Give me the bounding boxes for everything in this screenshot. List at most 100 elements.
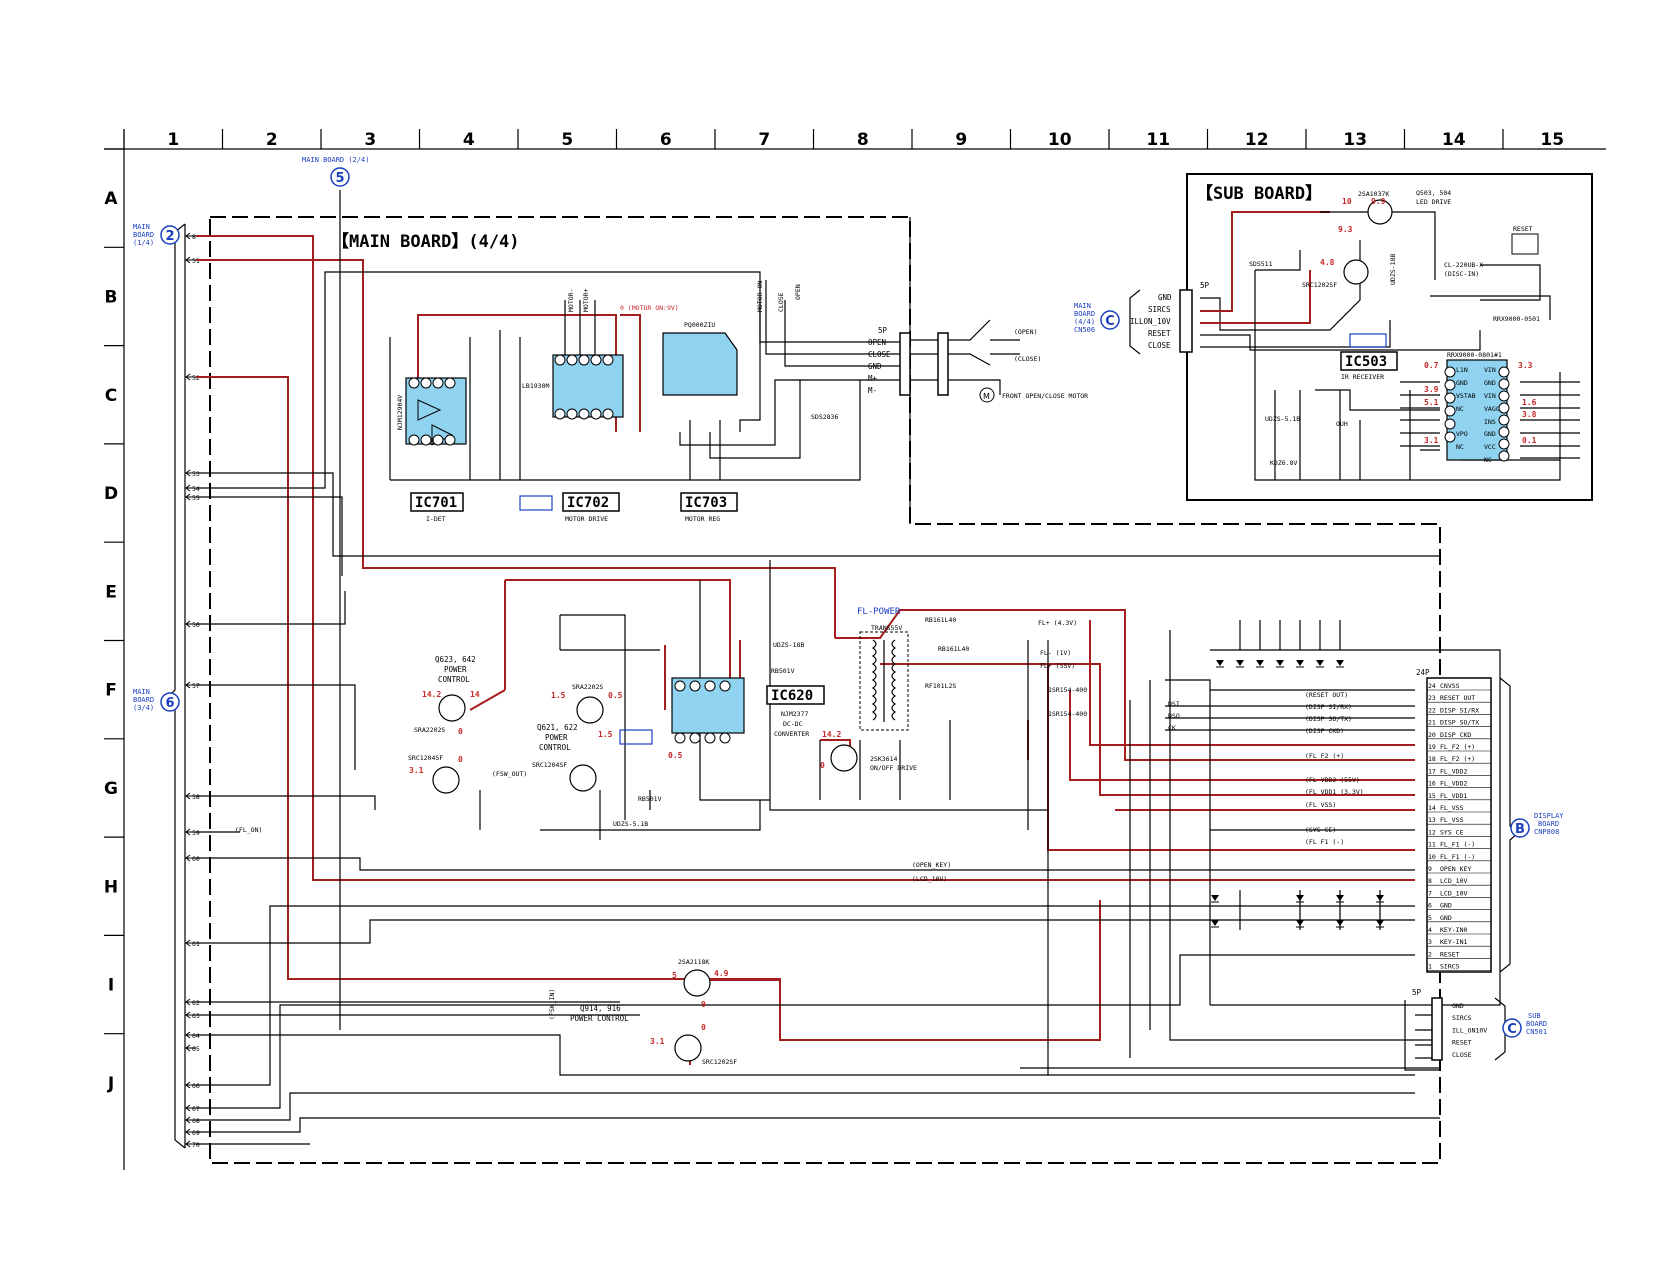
svg-text:3.1: 3.1: [650, 1037, 665, 1046]
svg-text:(FL F1 (-): (FL F1 (-): [1305, 838, 1344, 846]
svg-text:OPEN: OPEN: [868, 338, 886, 347]
ic702-top-pin-2: [566, 354, 578, 366]
svg-text:VSTAB: VSTAB: [1456, 392, 1476, 400]
ref-main-board-2[interactable]: MAIN BOARD (1/4) 2: [133, 223, 180, 247]
ref-display-board-b[interactable]: B DISPLAY BOARD CNP808: [1510, 812, 1564, 838]
sub-board-wiring: [1200, 211, 1580, 481]
left-pin-60: 60: [185, 854, 200, 863]
zener-diode-7: [1336, 660, 1344, 668]
svg-text:(FSW_OUT): (FSW_OUT): [492, 770, 527, 778]
ic702-part: LB1930M: [522, 382, 549, 390]
sub-board-in-connector[interactable]: [1129, 289, 1193, 355]
svg-text:Q621, 622: Q621, 622: [537, 723, 578, 732]
svg-text:M: M: [983, 392, 990, 401]
ic620-top-pin-3: [704, 680, 716, 692]
svg-text:2: 2: [1428, 950, 1432, 958]
svg-text:SIRCS: SIRCS: [1440, 963, 1460, 971]
fl-power-transformer[interactable]: [859, 631, 909, 731]
svg-text:GND: GND: [1452, 1002, 1464, 1010]
svg-text:14: 14: [470, 690, 480, 699]
svg-text:22: 22: [1428, 706, 1436, 714]
ref-sub-board-c[interactable]: C SUB BOARD CN501: [1502, 1012, 1547, 1038]
left-pin-52: 52: [185, 373, 200, 382]
ic703-chip[interactable]: [662, 332, 738, 396]
ic701-top-pin-3: [432, 377, 444, 389]
left-pin-8: 8: [185, 232, 196, 241]
svg-text:(FL_ON): (FL_ON): [235, 826, 262, 834]
svg-text:57: 57: [192, 682, 200, 690]
ref-main-board-5[interactable]: MAIN BOARD (2/4) 5: [302, 156, 369, 187]
sub-board-parts: 2SA1037K SRC1202SF SDS511 UDZS-18B CL-22…: [1249, 190, 1540, 467]
svg-text:GND: GND: [1484, 430, 1496, 438]
zener-diode-lower-1: [1211, 895, 1219, 928]
svg-text:RF101L2S: RF101L2S: [925, 682, 956, 690]
svg-text:0.1: 0.1: [1522, 436, 1537, 445]
svg-text:0: 0: [701, 1000, 706, 1009]
ic702-chip[interactable]: [552, 354, 624, 418]
svg-text:CNP808: CNP808: [1534, 828, 1559, 836]
transistor-labels: Q623, 642 POWER CONTROL Q621, 622 POWER …: [435, 189, 1451, 1023]
svg-text:66: 66: [192, 1082, 200, 1090]
svg-text:GND: GND: [1456, 379, 1468, 387]
svg-text:2: 2: [165, 229, 174, 244]
trans-label: TRANS55V: [871, 624, 902, 632]
svg-text:56: 56: [192, 621, 200, 629]
zener-diode-4: [1276, 660, 1284, 668]
grid-col-14: 14: [1442, 130, 1466, 150]
svg-text:(SYS CE): (SYS CE): [1305, 826, 1336, 834]
ic503-right-pin-2: [1498, 378, 1510, 390]
zener-diode-lower-4: [1376, 895, 1384, 928]
svg-text:DISP SO/TX: DISP SO/TX: [1440, 719, 1479, 727]
svg-text:5P: 5P: [1200, 281, 1210, 290]
svg-text:FL_F1 (-): FL_F1 (-): [1440, 853, 1475, 861]
svg-text:18: 18: [1428, 755, 1436, 763]
zener-diode-lower-2: [1296, 895, 1304, 928]
left-pin-63: 63: [185, 1011, 200, 1020]
left-pin-55: 55: [185, 493, 200, 502]
svg-text:MOTOR+: MOTOR+: [582, 288, 590, 312]
svg-text:POWER CONTROL: POWER CONTROL: [570, 1014, 629, 1023]
svg-text:DISPLAY: DISPLAY: [1534, 812, 1564, 820]
svg-text:ILL_ON10V: ILL_ON10V: [1452, 1026, 1487, 1034]
svg-text:61: 61: [192, 940, 200, 948]
grid-col-7: 7: [758, 130, 770, 150]
svg-text:0: 0: [820, 761, 825, 770]
motor-connector-5p[interactable]: M: [899, 332, 995, 403]
svg-text:CLOSE: CLOSE: [1148, 341, 1171, 350]
svg-text:IC702: IC702: [567, 495, 609, 511]
svg-text:NC: NC: [1456, 443, 1464, 451]
ic620-bot-pin-4: [719, 732, 731, 744]
svg-text:RB161L40: RB161L40: [925, 616, 956, 624]
ref-sub-main-board-c[interactable]: MAIN BOARD (4/4) CN506 C: [1074, 302, 1120, 334]
svg-text:SIRCS: SIRCS: [1452, 1014, 1472, 1022]
svg-text:OPEN: OPEN: [794, 284, 802, 300]
svg-text:4.8: 4.8: [1320, 258, 1335, 267]
svg-text:(4/4): (4/4): [1074, 318, 1095, 326]
svg-text:IC701: IC701: [415, 495, 457, 511]
grid-col-1: 1: [167, 130, 179, 150]
svg-text:3.1: 3.1: [409, 766, 424, 775]
svg-text:2SK3614: 2SK3614: [870, 755, 897, 763]
ic503-pin-labels: L1N GND VSTAB NC VPO NC VIN GND VIN VAGC…: [1456, 366, 1500, 464]
left-bus: 8515253545556575859606162636465666768697…: [167, 223, 200, 1149]
svg-text:CONTROL: CONTROL: [438, 675, 470, 684]
svg-text:11: 11: [1428, 841, 1436, 849]
ic503-left-pin-3: [1444, 392, 1456, 404]
svg-text:UDZS-18B: UDZS-18B: [1389, 254, 1397, 285]
svg-text:8: 8: [1428, 877, 1432, 885]
ref-main-board-6[interactable]: MAIN BOARD (3/4) 6: [133, 688, 180, 712]
svg-text:BOARD: BOARD: [133, 696, 154, 704]
svg-text:0: 0: [701, 1023, 706, 1032]
svg-text:(DISP SO/TX): (DISP SO/TX): [1305, 715, 1352, 723]
svg-text:68: 68: [192, 1117, 200, 1125]
sub-conn-pin-5: CLOSE: [1452, 1051, 1472, 1059]
svg-text:59: 59: [192, 829, 200, 837]
svg-text:52: 52: [192, 374, 200, 382]
